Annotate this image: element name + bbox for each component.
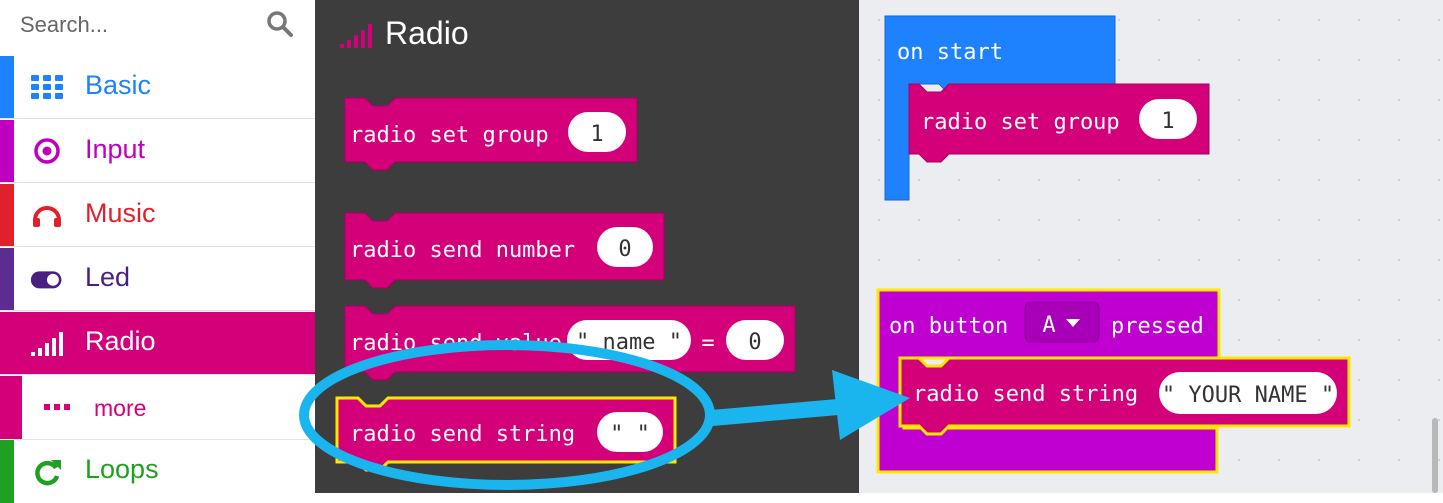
equals-sign: = [701,331,714,356]
string-value: " name " [576,330,682,355]
category-label: Led [85,262,131,292]
number-input[interactable] [568,112,626,152]
loop-arrow-icon [35,460,61,486]
block-on-button-pressed[interactable]: on button A pressed radio send string " … [876,288,1351,474]
flyout-canvas: radio set group 1 radio send number 0 ra… [335,97,796,472]
toolbox-sidebar: Basic Input Music Led [0,0,315,503]
category-color-bar [0,56,14,118]
block-radio-send-string[interactable]: radio send string " " [335,396,677,472]
search-bar [0,0,315,56]
event-label: on button [889,314,1008,339]
category-led[interactable]: Led [0,248,315,311]
block-label: radio send string [913,382,1138,407]
string-value: " " [610,422,650,447]
block-label: radio set group [350,123,549,148]
target-icon [34,138,60,164]
number-value: 1 [590,122,603,147]
category-label: Input [85,134,146,164]
radio-blocks-flyout: Radio radio set group 1 radio send numbe… [315,0,859,493]
number-value: 0 [618,237,631,262]
flyout-title: Radio [385,15,469,51]
category-label: Loops [85,454,159,484]
block-label: radio send value [350,331,562,356]
event-label: pressed [1111,314,1204,339]
category-loops[interactable]: Loops [0,440,315,503]
category-label: Radio [85,326,156,356]
blocks-workspace[interactable]: on start radio set group 1 on button A p… [859,0,1443,493]
number-input[interactable] [597,227,653,267]
block-label: radio send number [350,238,575,263]
workspace-scrollbar[interactable] [1432,418,1438,493]
signal-bars-icon [340,24,372,48]
category-color-bar [0,440,14,503]
block-radio-set-group[interactable]: radio set group 1 [344,97,638,171]
block-radio-send-number[interactable]: radio send number 0 [344,212,665,289]
category-color-bar [0,248,14,310]
block-on-start[interactable]: on start radio set group 1 [884,15,1210,201]
button-dropdown[interactable] [1024,301,1100,343]
string-input[interactable] [1159,372,1337,414]
category-label: more [94,395,147,421]
workspace-canvas: on start radio set group 1 on button A p… [876,15,1351,474]
signal-bars-icon [31,332,63,356]
category-radio[interactable]: Radio [0,312,315,375]
number-value: 0 [748,330,761,355]
category-color-bar [0,120,14,182]
string-value: " YOUR NAME " [1162,383,1334,408]
number-value: 1 [1161,109,1174,134]
category-color-bar [0,184,14,246]
search-input[interactable] [20,8,250,42]
category-input[interactable]: Input [0,120,315,183]
chevron-down-icon [1066,319,1080,327]
event-label: on start [897,40,1003,65]
block-label: radio set group [921,110,1120,135]
number-input[interactable] [1139,99,1197,139]
block-label: radio send string [350,422,575,447]
category-label: Music [85,198,156,228]
block-radio-send-value[interactable]: radio send value " name " = 0 [344,305,796,381]
category-label: Basic [85,70,152,100]
category-music[interactable]: Music [0,184,315,247]
category-basic[interactable]: Basic [0,56,315,119]
toggle-icon [30,271,62,289]
category-color-bar [0,376,22,439]
grid-icon [31,75,63,99]
number-input[interactable] [726,320,784,360]
category-radio-more[interactable]: more [0,376,315,440]
more-dots-icon [44,404,70,410]
dropdown-value: A [1042,313,1055,338]
headphones-icon [33,206,61,227]
search-icon[interactable] [266,10,294,38]
